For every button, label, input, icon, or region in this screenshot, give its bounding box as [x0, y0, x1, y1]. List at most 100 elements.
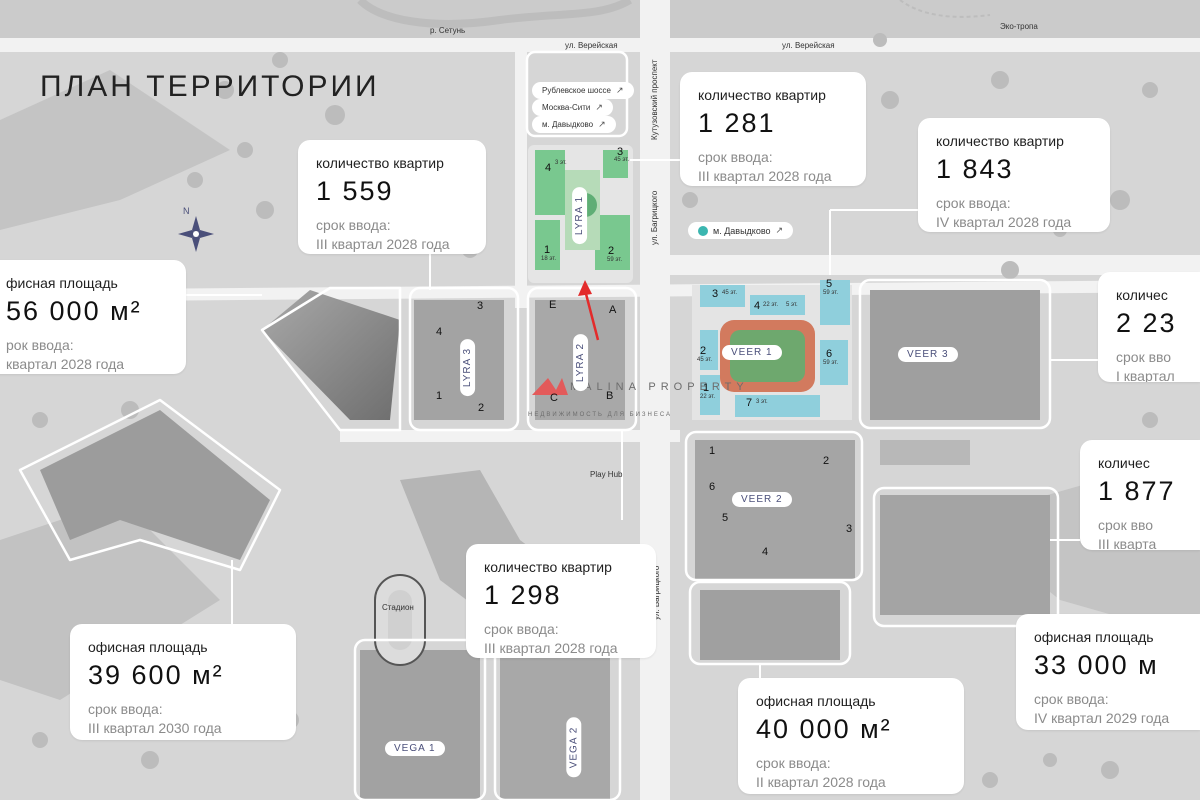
card-label: количество квартир	[316, 155, 444, 171]
card-term: II квартал 2028 года	[756, 774, 886, 790]
building-number: 7	[746, 397, 753, 409]
street-vereyskaya-left: ул. Верейская	[565, 41, 618, 50]
info-card-office-left: фисная площадь 56 000 м² рок ввода: квар…	[0, 260, 186, 374]
info-card-office-40000: офисная площадь 40 000 м² срок ввода: II…	[738, 678, 964, 794]
street-vereyskaya-right: ул. Верейская	[782, 41, 835, 50]
building-floors: 18 эт.	[541, 256, 557, 262]
card-term: I квартал 2	[1116, 368, 1175, 382]
info-card-office-39600: офисная площадь 39 600 м² срок ввода: II…	[70, 624, 296, 740]
card-value: 33 000 м	[1034, 650, 1159, 680]
building-floors: 3 эт.	[555, 160, 567, 166]
card-value: 40 000 м²	[756, 714, 892, 744]
building-floors: 59 эт.	[823, 360, 839, 366]
card-term-label: срок вво	[1116, 349, 1172, 365]
direction-label: Москва-Сити	[542, 103, 591, 112]
building-number: 2	[823, 455, 830, 467]
card-label: офисная площадь	[88, 639, 208, 655]
card-label: офисная площадь	[1034, 629, 1154, 645]
card-value: 39 600 м²	[88, 660, 224, 690]
card-term-label: срок ввода:	[88, 701, 163, 717]
card-term: квартал 2028 года	[6, 356, 125, 372]
arrow-up-right-icon: ↗	[595, 102, 603, 112]
project-chip-veer2[interactable]: VEER 2	[732, 492, 792, 507]
card-label: количество квартир	[484, 559, 612, 575]
arrow-up-right-icon: ↗	[598, 119, 606, 129]
metro-label: м. Давыдково	[713, 225, 771, 236]
direction-moscow-city[interactable]: Москва-Сити ↗	[532, 99, 613, 116]
location-arrow	[578, 280, 600, 341]
building-floors: 5 эт.	[786, 302, 798, 308]
compass-rose	[178, 216, 214, 252]
building-number: 1	[544, 244, 551, 256]
river	[357, 0, 633, 28]
card-value: 1 298	[484, 580, 562, 610]
building-number: 4	[754, 300, 761, 312]
street-kutuzovsky: Кутузовский проспект	[650, 59, 659, 140]
metro-davydkovo-badge[interactable]: м. Давыдково ↗	[688, 222, 794, 239]
project-chip-lyra3[interactable]: LYRA 3	[460, 338, 476, 397]
building-number: 3	[712, 288, 719, 300]
eco-trail-label: Эко-тропа	[1000, 22, 1038, 31]
card-term-label: срок ввода:	[1034, 691, 1109, 707]
building-floors: 45 эт.	[697, 357, 713, 363]
malina-logo	[532, 378, 568, 395]
info-card-lyra2: количество квартир 1 298 срок ввода: III…	[466, 544, 656, 658]
street-bagritskogo: ул. Багрицкого	[650, 190, 659, 245]
building-floors: 59 эт.	[607, 257, 623, 263]
direction-label: м. Давыдково	[542, 120, 594, 129]
project-chip-veer1[interactable]: VEER 1	[722, 345, 782, 360]
building-floors: 45 эт.	[614, 157, 630, 163]
info-card-veer3: количес 2 23 срок вво I квартал 2	[1098, 272, 1200, 382]
building-number: 3	[617, 146, 624, 158]
card-value: 1 843	[936, 154, 1014, 184]
watermark-subtext: НЕДВИЖИМОСТЬ ДЛЯ БИЗНЕСА	[528, 412, 673, 418]
card-term: III кварта	[1098, 536, 1157, 550]
card-label: количес	[1116, 287, 1168, 303]
watermark-text: MALINA PROPERTY	[570, 381, 749, 393]
card-value: 2 23	[1116, 308, 1177, 338]
building-number: 4	[436, 326, 443, 338]
card-term: III квартал 2028 года	[698, 168, 832, 184]
direction-davydkovo[interactable]: м. Давыдково ↗	[532, 116, 616, 133]
card-label: количес	[1098, 455, 1150, 471]
info-card-veer1: количество квартир 1 843 срок ввода: IV …	[918, 118, 1110, 232]
compass-north-label: N	[183, 206, 190, 216]
building-number: 4	[545, 162, 552, 174]
card-label: количество квартир	[698, 87, 826, 103]
card-label: офисная площадь	[756, 693, 876, 709]
card-term-label: рок ввода:	[6, 337, 74, 353]
card-term-label: срок ввода:	[936, 195, 1011, 211]
building-number: 4	[762, 546, 769, 558]
info-card-office-33000: офисная площадь 33 000 м срок ввода: IV …	[1016, 614, 1200, 730]
direction-rublevskoe[interactable]: Рублевское шоссе ↗	[532, 82, 634, 99]
card-term-label: срок ввода:	[484, 621, 559, 637]
play-hub-label: Play Hub	[590, 470, 623, 479]
card-term-label: срок ввода:	[756, 755, 831, 771]
river-label: р. Сетунь	[430, 26, 466, 35]
card-term: III квартал 2028 года	[316, 236, 450, 252]
stadium-label: Стадион	[382, 603, 414, 612]
building-number: 3	[477, 300, 484, 312]
building-letter: E	[549, 299, 557, 311]
card-term-label: срок ввода:	[316, 217, 391, 233]
card-term-label: срок вво	[1098, 517, 1154, 533]
building-number: 6	[709, 481, 716, 493]
metro-icon	[698, 225, 708, 236]
card-term: IV квартал 2029 года	[1034, 710, 1170, 726]
project-chip-vega2[interactable]: VEGA 2	[566, 717, 582, 778]
building-number: 1	[703, 382, 710, 394]
project-chip-veer3[interactable]: VEER 3	[898, 347, 958, 362]
card-value: 56 000 м²	[6, 296, 142, 326]
project-chip-vega1[interactable]: VEGA 1	[385, 741, 445, 756]
building-letter: A	[609, 304, 617, 316]
building-number: 2	[478, 402, 485, 414]
building-number: 5	[826, 278, 833, 290]
card-value: 1 281	[698, 108, 776, 138]
info-card-veer2: количес 1 877 срок вво III кварта	[1080, 440, 1200, 550]
building-number: 1	[709, 445, 716, 457]
card-label: количество квартир	[936, 133, 1064, 149]
project-chip-lyra1[interactable]: LYRA 1	[572, 186, 588, 245]
project-chip-lyra2[interactable]: LYRA 2	[573, 333, 589, 392]
building-number: 1	[436, 390, 443, 402]
